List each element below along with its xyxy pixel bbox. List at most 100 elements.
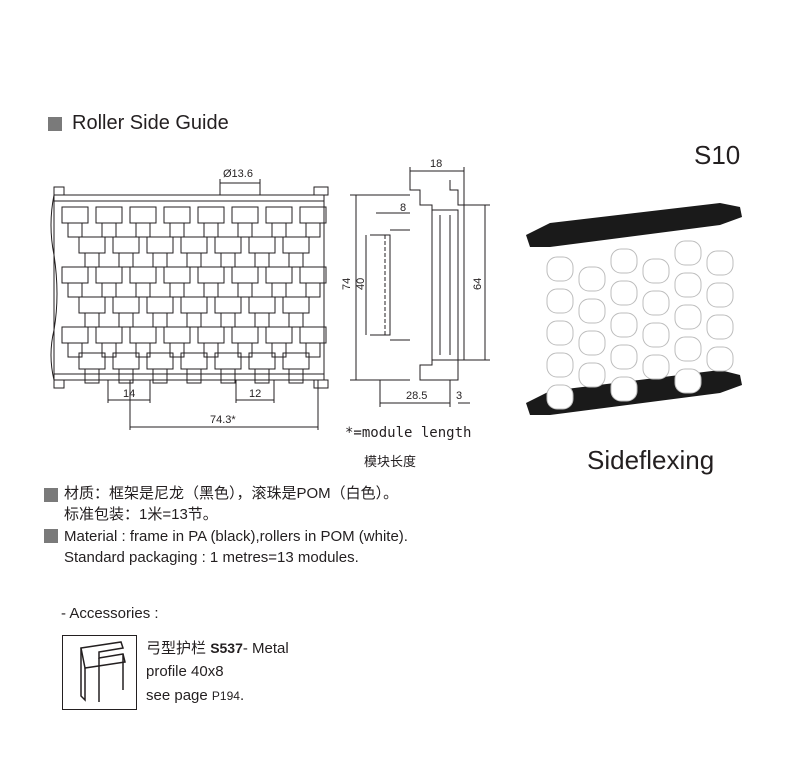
roller-shaft [186,368,202,384]
accessory-material: - Metal [242,640,289,657]
roller-shaft [84,312,100,328]
roller-shaft [118,312,134,328]
roller-shaft [305,222,321,238]
material-cn-bullet-icon [44,488,58,502]
roller-shaft [67,282,83,298]
roller-outline [163,266,191,284]
roller-outline [112,352,140,370]
photo-roller [674,336,702,362]
roller-outline [214,236,242,254]
dim-18-label: 18 [430,158,442,170]
roller-outline [61,266,89,284]
accessories-label: - Accessories : [61,605,159,622]
photo-roller [706,314,734,340]
roller-outline [78,296,106,314]
photo-roller [610,312,638,338]
section-title: Roller Side Guide [48,112,229,135]
photo-roller [674,304,702,330]
roller-outline [299,266,327,284]
roller-shaft [84,252,100,268]
roller-outline [282,352,310,370]
roller-shaft [152,252,168,268]
roller-shaft [203,282,219,298]
roller-outline [112,296,140,314]
photo-roller [706,282,734,308]
roller-outline [214,296,242,314]
roller-shaft [186,312,202,328]
accessory-profile-image [62,635,137,710]
roller-shaft [271,282,287,298]
roller-outline [180,296,208,314]
side-view [370,180,465,381]
photo-roller [610,280,638,306]
roller-outline [61,206,89,224]
photo-roller [674,240,702,266]
roller-shaft [288,368,304,384]
photo-roller [546,384,574,410]
roller-outline [129,206,157,224]
roller-outline [231,326,259,344]
roller-shaft [101,282,117,298]
photo-roller [706,346,734,372]
photo-roller [674,368,702,394]
photo-roller [674,272,702,298]
roller-shaft [288,312,304,328]
material-en-bullet-icon [44,529,58,543]
photo-roller [642,258,670,284]
photo-roller [578,298,606,324]
roller-outline [299,206,327,224]
roller-outline [248,236,276,254]
roller-shaft [237,342,253,358]
accessory-line3-end: . [239,687,245,704]
roller-shaft [305,282,321,298]
roller-outline [180,236,208,254]
roller-grid [61,206,327,384]
roller-shaft [169,342,185,358]
photo-roller [578,330,606,356]
photo-roller [610,344,638,370]
dim-diameter-label: Ø13.6 [223,168,253,180]
section-bullet-icon [48,116,62,131]
material-en-line2: Standard packaging : 1 metres=13 modules… [64,549,359,566]
roller-shaft [135,342,151,358]
roller-shaft [305,342,321,358]
accessory-line2: profile 40x8 [146,663,224,680]
photo-caption: Sideflexing [587,445,715,475]
photo-roller [546,288,574,314]
roller-outline [214,352,242,370]
roller-shaft [169,222,185,238]
roller-outline [299,326,327,344]
roller-outline [197,266,225,284]
accessory-cn-name: 弓型护栏 [146,640,207,657]
roller-outline [282,296,310,314]
roller-shaft [220,368,236,384]
roller-shaft [237,222,253,238]
roller-outline [231,266,259,284]
roller-shaft [220,312,236,328]
accessory-code: S537 [210,640,243,656]
roller-outline [180,352,208,370]
roller-outline [112,236,140,254]
dim-14-label: 14 [123,388,135,400]
roller-shaft [67,342,83,358]
roller-outline [129,326,157,344]
accessory-page-ref[interactable]: P194 [211,689,240,703]
roller-outline [78,352,106,370]
photo-roller [642,322,670,348]
roller-shaft [169,282,185,298]
module-length-note: *=module length [345,425,472,441]
material-cn-line1: 材质：框架是尼龙（黑色），滚珠是POM（白色）。 [64,485,399,502]
roller-shaft [118,368,134,384]
photo-roller [642,290,670,316]
roller-shaft [135,222,151,238]
roller-outline [95,206,123,224]
technical-drawing: Ø13.6 14 12 74.3* 18 8 74 40 64 28.5 3 [50,158,490,430]
material-en-line1: Material : frame in PA (black),rollers i… [64,528,408,545]
roller-outline [78,236,106,254]
photo-roller [610,376,638,402]
roller-shaft [186,252,202,268]
dim-74-3-label: 74.3* [210,414,236,426]
roller-outline [163,326,191,344]
roller-outline [265,266,293,284]
dim-64-label: 64 [472,278,484,290]
